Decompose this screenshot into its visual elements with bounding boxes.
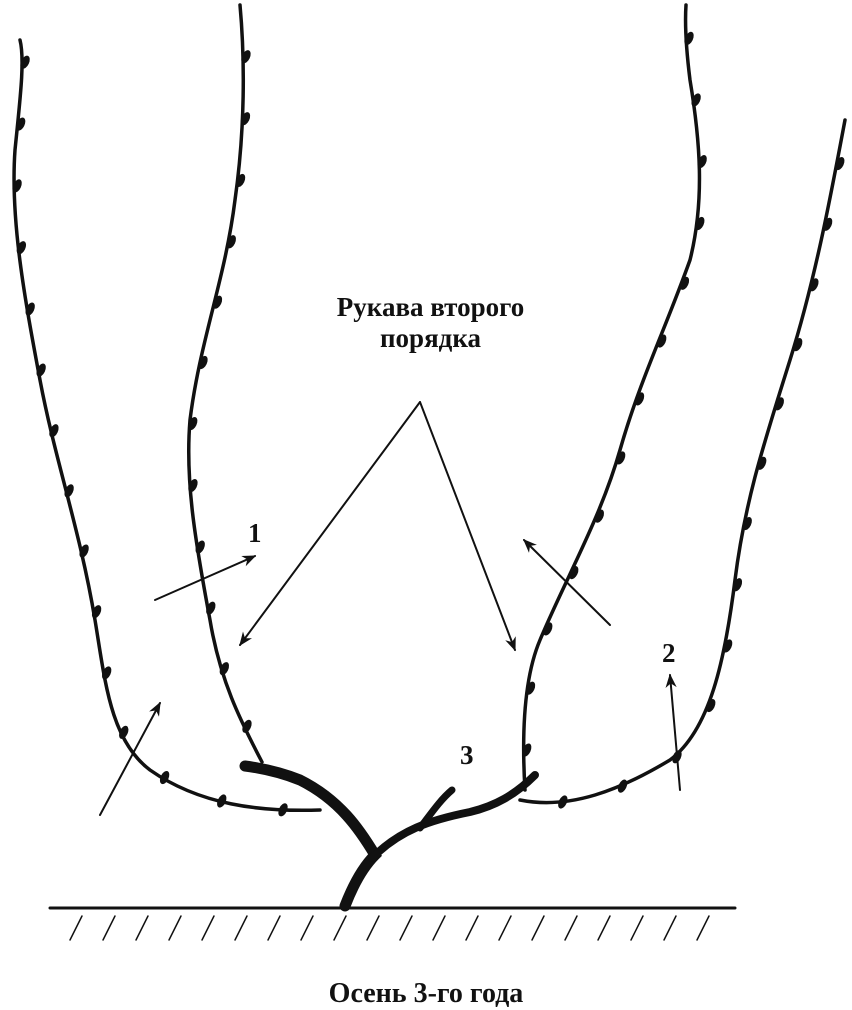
bud	[835, 156, 845, 171]
arms-label: Рукава второго порядка	[336, 292, 525, 354]
hatch-mark	[663, 915, 677, 941]
bud	[15, 117, 26, 131]
bud	[774, 397, 784, 411]
cane-left-outer	[12, 38, 322, 813]
label-arrow-right	[419, 401, 516, 652]
hatch-mark	[234, 915, 248, 941]
bud	[188, 417, 198, 431]
hatch-mark	[498, 915, 512, 941]
hatch-mark	[102, 915, 116, 941]
bud	[695, 216, 705, 231]
bud	[732, 578, 743, 592]
arrow-cross-right	[523, 539, 611, 626]
bud	[722, 639, 733, 653]
bud	[241, 50, 251, 64]
hatch-mark	[531, 915, 545, 941]
bud	[226, 235, 236, 249]
trunk-right-arm	[368, 771, 539, 862]
hatch-mark	[432, 915, 446, 941]
bud	[188, 478, 198, 493]
bud	[617, 779, 628, 793]
bud	[217, 794, 227, 808]
spur-3	[416, 786, 456, 832]
cane-right-outer	[518, 118, 847, 805]
bud	[235, 173, 246, 188]
bud	[206, 601, 216, 615]
hatch-mark	[696, 915, 710, 941]
bud	[742, 517, 752, 531]
bud	[697, 155, 707, 169]
bud	[569, 566, 579, 580]
bud	[757, 456, 767, 470]
bud	[558, 795, 568, 809]
bud	[679, 276, 690, 290]
marker-2: 2	[662, 638, 676, 668]
bud	[278, 803, 288, 817]
bud	[16, 241, 27, 255]
hatch-mark	[564, 915, 578, 941]
marker-3: 3	[460, 740, 474, 770]
bud	[25, 302, 35, 316]
bud	[672, 750, 682, 764]
bud	[119, 725, 129, 739]
bud	[242, 719, 252, 733]
bud	[594, 509, 604, 523]
bud	[102, 666, 112, 680]
hatch-mark	[630, 915, 644, 941]
bud	[240, 112, 251, 126]
arrow-2	[665, 673, 681, 791]
caption: Осень 3-го года	[328, 978, 524, 1009]
bud	[684, 31, 694, 45]
hatch-mark	[333, 915, 347, 941]
bud	[793, 338, 803, 352]
bud	[822, 217, 833, 231]
bud	[159, 770, 170, 785]
hatch-mark	[135, 915, 149, 941]
hatch-mark	[168, 915, 182, 941]
arrow-left-bottom	[99, 701, 161, 816]
bud	[657, 334, 667, 348]
bud	[91, 605, 102, 619]
bud	[691, 93, 701, 107]
bud	[36, 363, 46, 377]
bud	[219, 662, 229, 676]
bud	[64, 484, 74, 498]
bud	[522, 743, 532, 757]
bud	[634, 392, 645, 406]
label-arrow-left	[239, 401, 421, 647]
marker-1: 1	[248, 518, 262, 548]
bud	[195, 540, 205, 554]
bud	[12, 179, 22, 193]
hatch-mark	[366, 915, 380, 941]
cane-left-inner	[186, 3, 264, 764]
bud	[809, 278, 819, 292]
bud	[198, 355, 208, 370]
hatch-mark	[465, 915, 479, 941]
hatch-mark	[201, 915, 215, 941]
bud	[20, 55, 30, 69]
bud	[615, 451, 626, 465]
cane-right-inner	[521, 3, 702, 792]
bud	[49, 424, 59, 438]
bud	[706, 698, 716, 713]
bud	[79, 544, 89, 558]
ground-hatching	[69, 915, 710, 941]
hatch-mark	[399, 915, 413, 941]
bud	[543, 622, 553, 636]
hatch-mark	[69, 915, 83, 941]
buds	[12, 31, 845, 817]
trunk	[239, 760, 382, 912]
arrow-1	[154, 555, 257, 601]
hatch-mark	[597, 915, 611, 941]
hatch-mark	[300, 915, 314, 941]
bud	[525, 681, 536, 695]
hatch-mark	[267, 915, 281, 941]
bud	[212, 295, 223, 309]
